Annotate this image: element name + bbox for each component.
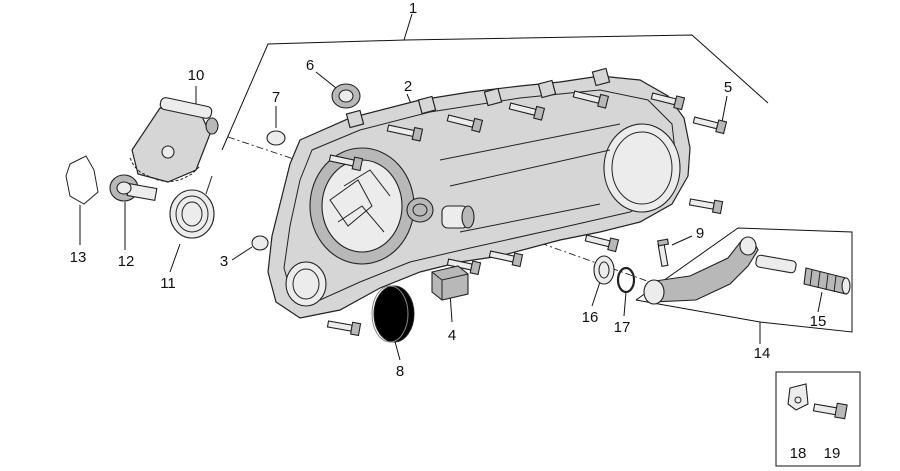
part-10-kick-gear	[129, 97, 219, 183]
leader-17	[623, 291, 627, 317]
part-11-spring	[169, 175, 215, 239]
leader-11	[169, 243, 181, 273]
part-14-kick-lever	[643, 236, 797, 305]
part-3-dowel	[251, 235, 269, 251]
label-13: 13	[70, 249, 87, 266]
part-6-oil-seal	[331, 83, 361, 109]
label-2: 2	[404, 78, 412, 95]
label-18: 18	[790, 445, 807, 462]
part-19-bolt	[812, 402, 848, 420]
label-19: 19	[824, 445, 841, 462]
part-7-dowel	[266, 130, 286, 146]
part-2-bushing	[441, 205, 475, 229]
label-15: 15	[810, 313, 827, 330]
label-11: 11	[160, 275, 176, 292]
leader-3	[231, 246, 253, 261]
part-13-circlip	[65, 155, 99, 205]
label-3: 3	[220, 253, 228, 270]
part-4-rubber-block	[431, 265, 469, 301]
label-9: 9	[696, 225, 704, 242]
part-17-oring	[616, 266, 636, 294]
label-4: 4	[448, 327, 456, 344]
part-15-kick-pedal-rubber	[803, 267, 851, 295]
label-17: 17	[614, 319, 631, 336]
label-7: 7	[272, 89, 280, 106]
leader-9	[671, 235, 693, 246]
label-10: 10	[188, 67, 205, 84]
leader-16	[591, 281, 601, 307]
leader-5	[721, 95, 728, 123]
label-5: 5	[724, 79, 732, 96]
callout-labels: 1 2 3 4 5 6 7 8 9 10 11 12 13 14 15 16 1…	[70, 0, 841, 462]
label-1: 1	[409, 0, 417, 17]
leader-14-bracket	[635, 227, 853, 333]
parts-18-19-box	[775, 371, 861, 467]
label-8: 8	[396, 363, 404, 380]
bolt-5	[692, 116, 728, 135]
label-6: 6	[306, 57, 314, 74]
leader-15	[817, 291, 823, 313]
leader-6	[315, 71, 337, 89]
leader-1-bracket	[221, 34, 769, 151]
transmission-cover	[267, 67, 691, 319]
cover-bolts	[326, 90, 728, 337]
label-12: 12	[118, 253, 135, 270]
part-18-plate	[787, 383, 809, 411]
part-9-screw	[657, 238, 670, 267]
part-12-drive-bushing	[109, 174, 158, 202]
part-16-washer	[593, 255, 615, 285]
label-16: 16	[582, 309, 599, 326]
part-8-cover-disc	[371, 285, 415, 343]
leader-1	[403, 13, 413, 41]
label-14: 14	[754, 345, 771, 362]
